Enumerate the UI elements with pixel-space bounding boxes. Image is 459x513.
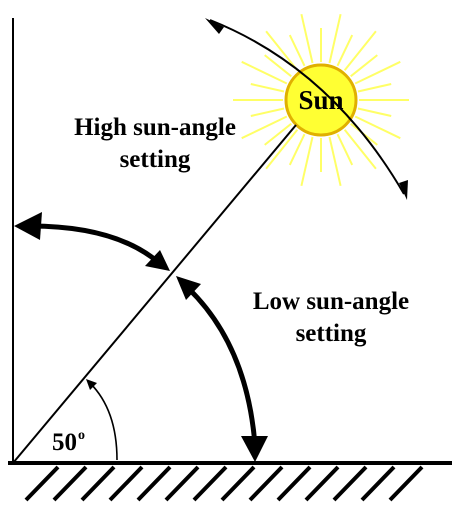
low-label-line2: setting bbox=[295, 320, 367, 347]
low-sun-angle-label: Low sun-angle setting bbox=[214, 286, 448, 350]
hatch-mark bbox=[220, 465, 256, 502]
sun-ray bbox=[241, 60, 288, 85]
sun-ray bbox=[343, 30, 377, 71]
hatch-mark bbox=[164, 465, 200, 502]
hatch-mark bbox=[108, 465, 144, 502]
sun-ray bbox=[354, 60, 401, 85]
low-angle-arrowhead-top bbox=[176, 276, 201, 300]
sun-ray bbox=[328, 136, 342, 187]
sun-path-arc bbox=[209, 19, 405, 195]
sun-icon bbox=[284, 63, 358, 137]
sun-ray bbox=[288, 133, 306, 166]
sun-ray bbox=[357, 83, 392, 93]
sun-ray bbox=[288, 34, 306, 67]
high-angle-arrowhead-left bbox=[14, 212, 42, 240]
sun-ray bbox=[336, 133, 354, 166]
sun-ray bbox=[354, 115, 401, 140]
hatch-mark bbox=[80, 465, 116, 502]
sun-ray bbox=[264, 122, 292, 146]
sun-ray bbox=[300, 136, 314, 187]
angle-label: 50o bbox=[52, 421, 85, 458]
sun-ray bbox=[336, 34, 354, 67]
sun-ray bbox=[250, 83, 285, 93]
sun-ray bbox=[343, 129, 377, 170]
hatch-mark bbox=[24, 465, 60, 502]
sun-ray-line bbox=[12, 124, 297, 464]
hatch-mark bbox=[388, 465, 424, 502]
sun-ray bbox=[264, 54, 292, 78]
hatch-mark bbox=[276, 465, 312, 502]
hatch-mark bbox=[332, 465, 368, 502]
low-angle-arc bbox=[186, 286, 258, 446]
sun-ray bbox=[300, 13, 314, 64]
high-label-line2: setting bbox=[119, 146, 191, 173]
low-label-line1: Low sun-angle bbox=[252, 288, 410, 315]
sun-path-arrowhead-left bbox=[205, 18, 224, 34]
sun-ray bbox=[328, 13, 342, 64]
high-angle-arrowhead-right bbox=[145, 250, 170, 271]
sun-path-arrowhead-right bbox=[399, 180, 408, 200]
sun-ray bbox=[265, 30, 299, 71]
hatch-mark bbox=[136, 465, 172, 502]
angle-arc bbox=[89, 382, 118, 461]
hatch-mark bbox=[248, 465, 284, 502]
hatch-mark bbox=[304, 465, 340, 502]
hatched-ground-icon bbox=[24, 465, 424, 502]
low-angle-arrowhead-bottom bbox=[241, 436, 268, 462]
sun-ray bbox=[357, 107, 392, 117]
sun-ray bbox=[250, 107, 285, 117]
high-angle-arc bbox=[29, 223, 160, 264]
sun-ray bbox=[265, 129, 299, 170]
sun-rays bbox=[233, 13, 409, 187]
hatch-mark bbox=[360, 465, 396, 502]
angle-degree-mark: o bbox=[78, 428, 85, 443]
angle-value: 50 bbox=[52, 429, 77, 456]
sun-ray bbox=[350, 54, 378, 78]
high-sun-angle-label: High sun-angle setting bbox=[20, 112, 290, 176]
hatch-mark bbox=[52, 465, 88, 502]
angle-arc-arrowhead bbox=[86, 379, 97, 390]
high-label-line1: High sun-angle bbox=[74, 114, 236, 141]
sun-label: Sun bbox=[298, 85, 344, 115]
hatch-mark bbox=[192, 465, 228, 502]
sun-ray bbox=[241, 115, 288, 140]
